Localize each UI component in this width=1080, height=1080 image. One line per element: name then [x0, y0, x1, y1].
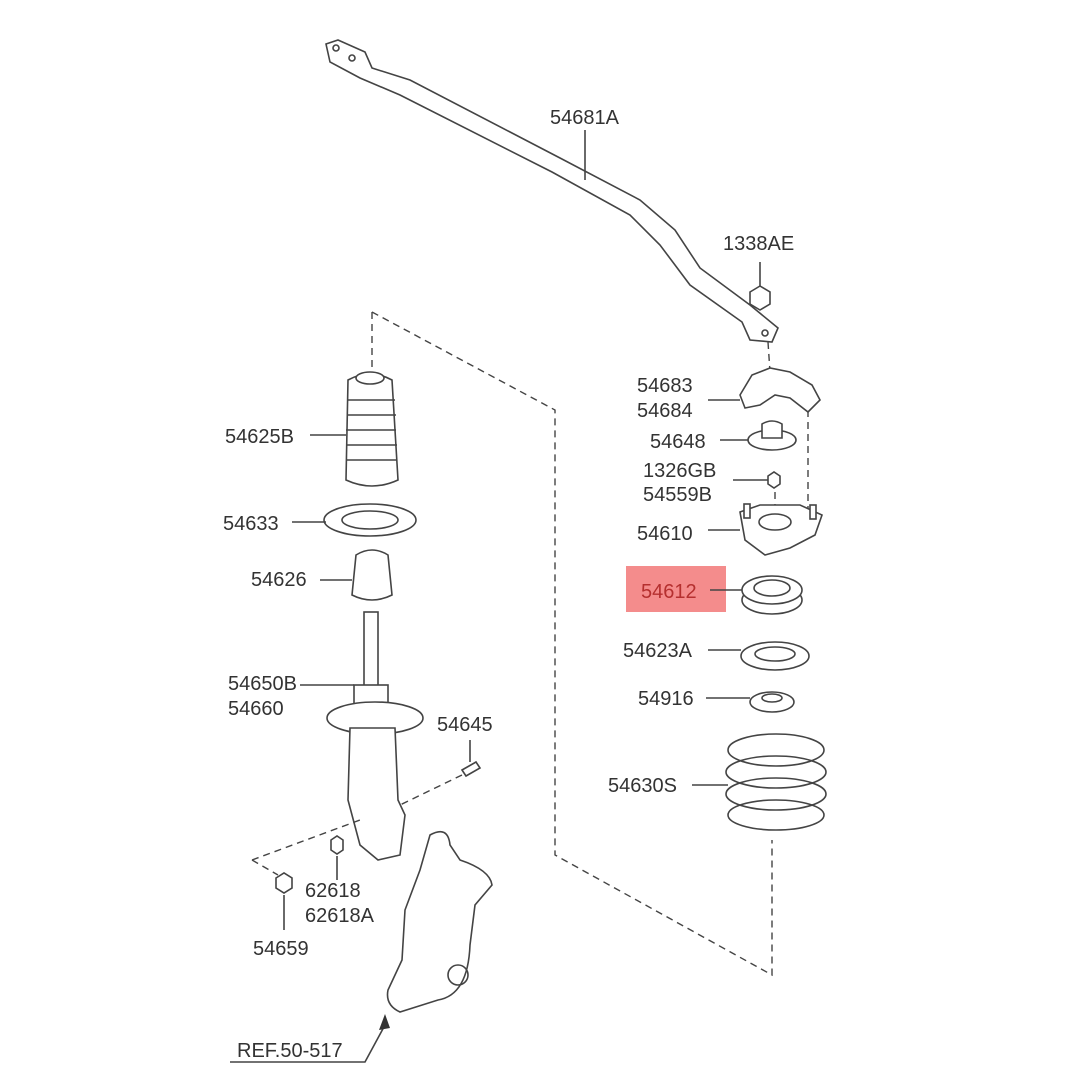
label-1338AE: 1338AE [723, 233, 794, 255]
label-54645: 54645 [437, 714, 493, 736]
label-54650B: 54650B [228, 673, 297, 695]
bumper-ring-part [749, 691, 795, 713]
label-54916: 54916 [638, 688, 694, 710]
nut-icon [749, 285, 771, 311]
nut-icon [767, 471, 781, 489]
knuckle-part [386, 830, 493, 1013]
dust-cover-part [345, 371, 399, 487]
arrow-icon [379, 1014, 390, 1030]
bearing-part [741, 575, 803, 615]
nut-icon [275, 872, 293, 894]
spring-pad-part [740, 641, 810, 671]
label-reference: REF.50-517 [237, 1040, 343, 1062]
strut-part [326, 611, 424, 861]
label-54630S: 54630S [608, 775, 677, 797]
label-54623A: 54623A [623, 640, 693, 662]
label-54626: 54626 [251, 569, 307, 591]
highlight-box [626, 566, 726, 612]
label-54633: 54633 [223, 513, 279, 535]
coil-spring-part [725, 733, 827, 831]
label-54684: 54684 [637, 400, 693, 422]
seat-part [323, 503, 417, 537]
label-54559B: 54559B [643, 484, 712, 506]
label-54612-highlighted: 54612 [641, 581, 697, 603]
label-54625B: 54625B [225, 426, 294, 448]
insulator-part [739, 503, 823, 556]
label-1326GB: 1326GB [643, 460, 716, 482]
link-bracket [739, 367, 821, 414]
stabilizer-bar [325, 39, 779, 343]
bumper-part [351, 549, 393, 601]
label-54660: 54660 [228, 698, 284, 720]
stopper-part [747, 420, 797, 451]
label-54681A: 54681A [550, 107, 620, 129]
label-62618A: 62618A [305, 905, 375, 927]
nut-icon [330, 835, 344, 855]
label-54683: 54683 [637, 375, 693, 397]
label-54610: 54610 [637, 523, 693, 545]
label-54659: 54659 [253, 938, 309, 960]
bolt-icon [460, 760, 482, 778]
label-62618: 62618 [305, 880, 361, 902]
label-54648: 54648 [650, 431, 706, 453]
